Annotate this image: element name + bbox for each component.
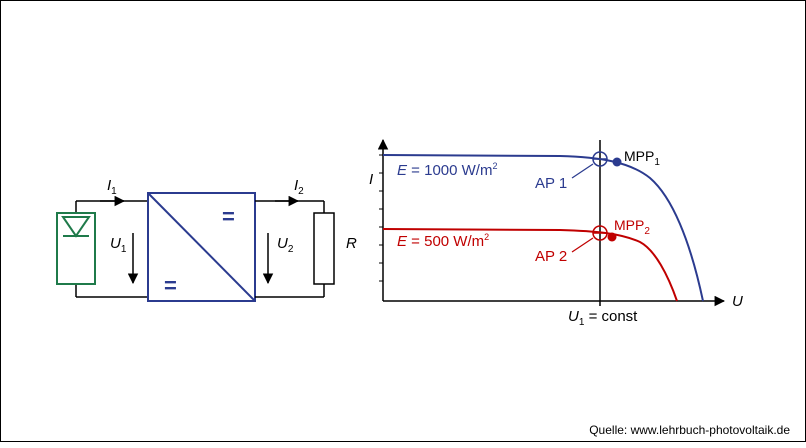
current-out-label: I2 [294,177,304,197]
curve-1000 [382,154,704,302]
irradiance-1000-label: E = 1000 W/m2 [397,161,497,179]
curve-500 [382,228,678,302]
operating-point-1-marker [592,151,608,167]
operating-point-2-marker [592,225,608,241]
voltage-out-label: U2 [277,235,294,255]
load-resistor [313,212,335,285]
y-axis-ticks [379,154,383,282]
ap-1-label: AP 1 [535,175,567,192]
mpp-1-label: MPP1 [624,148,660,168]
mpp-2-label: MPP2 [614,217,650,237]
circuit-diagram: I1 U1 = = I2 U2 R [56,177,357,302]
ap-1-leader [571,163,594,179]
iu-chart: I U U1 = const MPP1 MPP2 E = 1000 W/m2 E… [369,138,743,328]
ap-2-label: AP 2 [535,248,567,265]
dc-dc-converter: = = [147,192,256,302]
source-note: Quelle: www.lehrbuch-photovoltaik.de [589,423,790,437]
ap-2-leader [571,237,594,253]
constant-voltage-label: U1 = const [568,308,638,328]
mpp-1-dot [612,157,622,167]
converter-input-sign: = [164,273,177,298]
converter-output-sign: = [222,204,235,229]
current-in-label: I1 [107,177,117,197]
x-axis-label: U [732,293,743,310]
mpp-2-dot [607,232,617,242]
y-axis-label: I [369,171,373,188]
voltage-in-label: U1 [110,235,127,255]
irradiance-500-label: E = 500 W/m2 [397,232,489,250]
load-label: R [346,235,357,252]
pv-module-symbol [56,212,96,285]
